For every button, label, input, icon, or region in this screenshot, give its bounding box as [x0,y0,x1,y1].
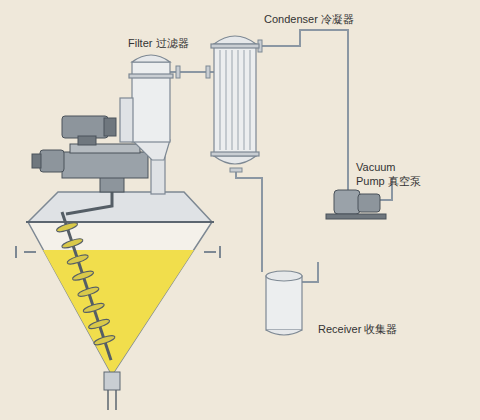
vent-pipe [300,262,318,282]
filter-vessel [120,55,173,194]
product-fill [43,250,194,375]
cone-vessel [28,222,212,375]
equipment-label: Filter 过滤器 [128,36,218,50]
vacuum-pump [326,190,386,219]
equipment-label: Condenser 冷凝器 [264,12,374,26]
equipment-label: Receiver 收集器 [318,322,428,336]
condenser [211,36,259,164]
equipment-label: Vacuum Pump 真空泵 [356,160,426,188]
receiver-tank [266,271,302,335]
vacuum-pipe [255,30,348,192]
condensate-pipe [236,168,262,272]
screw-conveyor [52,209,122,364]
vessel-lid [28,192,212,222]
discharge-valve [104,372,120,390]
